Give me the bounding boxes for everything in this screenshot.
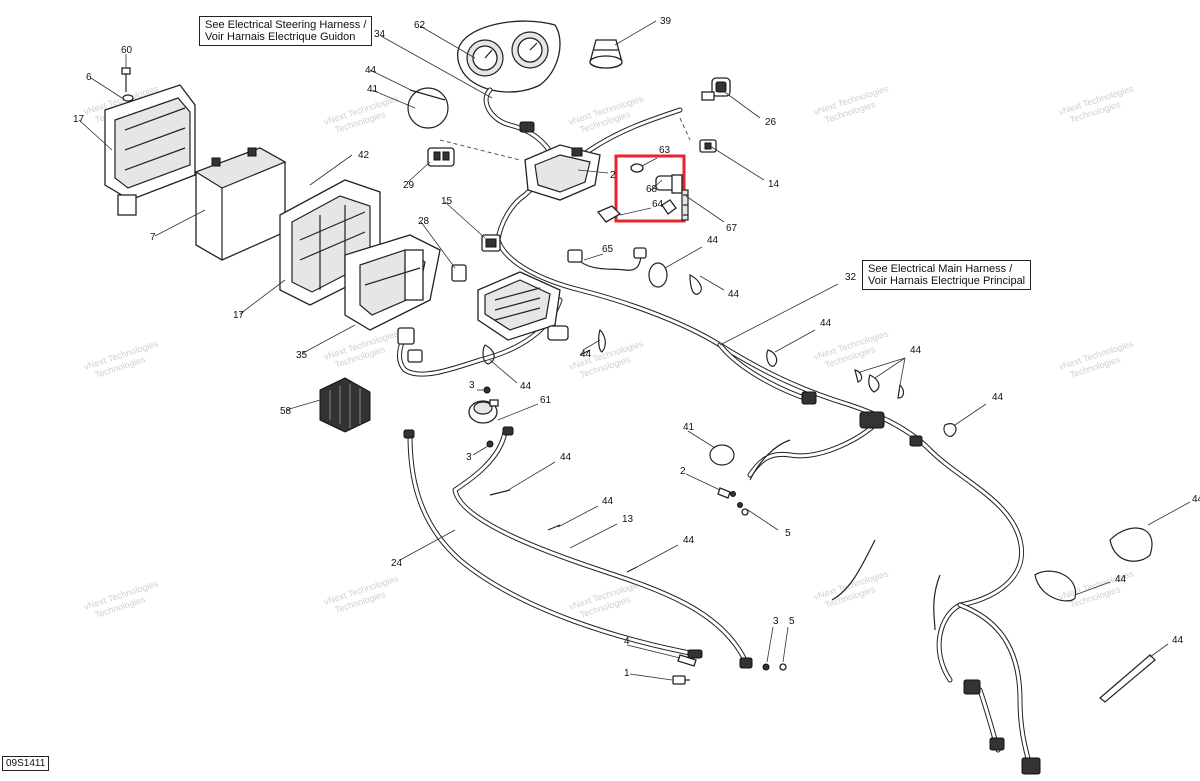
regulator-58 — [319, 377, 371, 433]
part-label-58: 58 — [280, 406, 292, 417]
main-harness-callout-line1: See Electrical Main Harness / — [868, 263, 1013, 275]
part-label-1: 1 — [624, 668, 630, 679]
part-label-44: 44 — [992, 392, 1004, 403]
part-label-44: 44 — [1115, 574, 1127, 585]
highlighted-parts-group — [596, 154, 689, 223]
steering-bracket — [524, 144, 601, 201]
connector-15 — [481, 234, 501, 252]
part-label-32: 32 — [845, 272, 857, 283]
cable-ties — [407, 87, 1156, 703]
part-label-5: 5 — [789, 616, 795, 627]
part-label-44: 44 — [602, 496, 614, 507]
steering-harness-callout-line1: See Electrical Steering Harness / — [205, 19, 367, 31]
part-label-42: 42 — [358, 150, 370, 161]
main-harness-callout-line2: Voir Harnais Electrique Principal — [868, 275, 1026, 287]
connector-29 — [427, 147, 455, 167]
part-label-44: 44 — [683, 535, 695, 546]
part-label-41: 41 — [367, 84, 379, 95]
module-bracket-35 — [344, 234, 441, 331]
part-label-3: 3 — [466, 452, 472, 463]
fuse-block — [477, 271, 561, 341]
connector-block — [397, 325, 569, 363]
part-label-62: 62 — [414, 20, 426, 31]
part-label-35: 35 — [296, 350, 308, 361]
part-label-4: 4 — [624, 636, 630, 647]
part-label-34: 34 — [374, 29, 386, 40]
part-label-67: 67 — [726, 223, 738, 234]
part-label-60: 60 — [121, 45, 133, 56]
part-label-63: 63 — [659, 145, 671, 156]
nut-5 — [741, 508, 787, 671]
main-harness-callout: See Electrical Main Harness / Voir Harna… — [862, 260, 1032, 290]
part-label-14: 14 — [768, 179, 780, 190]
part-number-labels: 6061771735583444416229422815239261463686… — [73, 16, 1200, 679]
screw-60 — [121, 67, 134, 102]
part-label-44: 44 — [910, 345, 922, 356]
part-label-68: 68 — [646, 184, 658, 195]
boot-39 — [589, 39, 623, 69]
gauge-cluster-62 — [457, 20, 561, 93]
relay-28 — [451, 264, 467, 282]
part-label-44: 44 — [1172, 635, 1184, 646]
part-label-17: 17 — [73, 114, 85, 125]
part-label-28: 28 — [418, 216, 430, 227]
part-label-44: 44 — [560, 452, 572, 463]
part-label-44: 44 — [365, 65, 377, 76]
part-label-39: 39 — [660, 16, 672, 27]
part-label-29: 29 — [403, 180, 415, 191]
harness-connector — [859, 411, 885, 429]
part-label-13: 13 — [622, 514, 634, 525]
highlight-box — [614, 154, 686, 223]
battery-cables — [403, 426, 753, 669]
harness-65 — [567, 247, 647, 271]
battery-tray-17 — [104, 84, 196, 216]
solenoid-61 — [468, 399, 499, 424]
harness-34 — [483, 87, 558, 163]
part-label-26: 26 — [765, 117, 777, 128]
switch-26 — [701, 77, 731, 101]
part-label-3: 3 — [773, 616, 779, 627]
part-label-5: 5 — [785, 528, 791, 539]
part-label-2: 2 — [680, 466, 686, 477]
small-bolts — [672, 487, 743, 685]
main-harness — [397, 107, 1041, 775]
battery-7 — [194, 147, 287, 261]
steering-harness-callout: See Electrical Steering Harness / Voir H… — [199, 16, 373, 46]
part-label-61: 61 — [540, 395, 552, 406]
connector-14 — [699, 139, 717, 153]
diagram-code: 09S1411 — [2, 756, 50, 771]
part-label-64: 64 — [652, 199, 664, 210]
leader-lines — [78, 20, 1191, 681]
part-label-2: 2 — [610, 170, 616, 181]
steering-harness-callout-line2: Voir Harnais Electrique Guidon — [205, 31, 356, 43]
part-label-24: 24 — [391, 558, 403, 569]
part-label-17: 17 — [233, 310, 245, 321]
part-label-44: 44 — [728, 289, 740, 300]
part-label-44: 44 — [707, 235, 719, 246]
part-label-44: 44 — [1192, 494, 1200, 505]
part-label-7: 7 — [150, 232, 156, 243]
part-label-41: 41 — [683, 422, 695, 433]
part-label-6: 6 — [86, 72, 92, 83]
part-label-44: 44 — [820, 318, 832, 329]
part-label-44: 44 — [520, 381, 532, 392]
part-label-15: 15 — [441, 196, 453, 207]
part-label-65: 65 — [602, 244, 614, 255]
part-label-44: 44 — [580, 349, 592, 360]
screw-3 — [483, 386, 770, 671]
part-label-3: 3 — [469, 380, 475, 391]
